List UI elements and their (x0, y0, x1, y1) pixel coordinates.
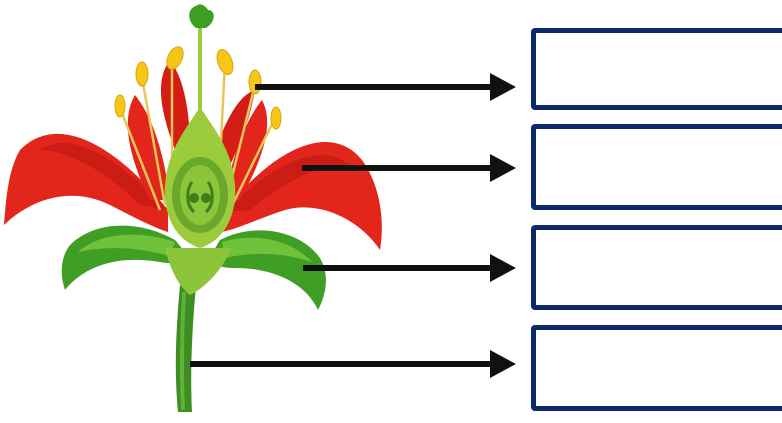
arrow-2-head (490, 154, 516, 182)
stem (175, 285, 196, 412)
answer-box-4[interactable] (531, 325, 782, 411)
answer-box-2[interactable] (531, 124, 782, 210)
pistil (164, 4, 236, 248)
arrow-4-head (490, 350, 516, 378)
arrow-1-shaft (255, 84, 493, 90)
anthers (114, 46, 282, 130)
answer-box-1[interactable] (531, 28, 782, 110)
arrow-3-shaft (303, 265, 493, 271)
arrow-2-shaft (302, 165, 494, 171)
arrows (190, 73, 516, 378)
sepals (61, 225, 326, 310)
arrow-3-head (490, 254, 516, 282)
arrow-1-head (490, 73, 516, 101)
arrow-4-shaft (190, 361, 493, 367)
answer-box-3[interactable] (531, 225, 782, 310)
